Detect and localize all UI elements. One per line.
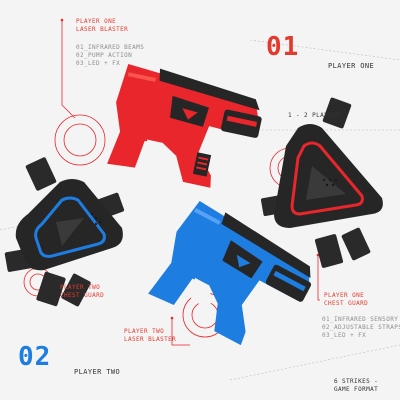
guard-blue-vent (94, 216, 98, 220)
p1-blaster-title-line1: PLAYER ONE (76, 18, 117, 25)
blaster-blue-barrel-stripe (273, 270, 306, 292)
leader-dot (170, 316, 174, 320)
blaster-red-highlight (127, 72, 156, 82)
guard-red-led-ring (290, 141, 364, 216)
p2-blaster-title-line2: LASER BLASTER (124, 336, 177, 343)
blaster-red-side-arrow (182, 108, 198, 120)
blaster-blue-trigger-hole (190, 277, 212, 309)
focus-circle-red-blaster-inner (63, 123, 97, 157)
blaster-blue-body (148, 200, 310, 346)
leader-line-p1-blaster (61, 20, 76, 119)
player-two-label: PLAYER TWO (74, 368, 121, 376)
leader-line-p2-blaster (171, 318, 190, 346)
guard-blue-sensor (56, 218, 84, 246)
leader-line-p1-guard (317, 255, 320, 301)
game-format-line1: 6 STRIKES - (334, 378, 379, 385)
blaster-red-top-rail (159, 68, 260, 111)
guide-line-top (249, 39, 400, 61)
guard-blue-led-ring (34, 196, 106, 258)
p1-blaster-title-line2: LASER BLASTER (76, 26, 129, 33)
leader-dot (60, 18, 64, 22)
guard-red-vent (328, 178, 332, 182)
blaster-red-trigger-hole (147, 139, 170, 166)
player-one-number: 01 (266, 32, 300, 62)
guard-red-strap-bottom-1 (314, 234, 344, 268)
guard-red-vent (331, 183, 335, 187)
guard-blue-strap-bottom-1 (36, 271, 66, 307)
blaster-red-pump-rib (198, 156, 209, 161)
guard-blue-strap-bottom-2 (61, 273, 91, 307)
focus-circle-red-blaster (54, 114, 106, 166)
blaster-red-pump-rib (196, 166, 207, 171)
guard-blue-vent (94, 222, 98, 226)
blaster-blue-top-rail (221, 212, 311, 279)
player-two-number: 02 (18, 342, 52, 372)
guard-red-vent (325, 183, 329, 187)
p2-guard-title-line1: PLAYER TWO (60, 284, 101, 291)
guard-blue-vent (90, 212, 94, 216)
p1-blaster-feature-2: 02_PUMP ACTION (76, 52, 133, 59)
blaster-blue-side-arrow (236, 254, 251, 268)
p1-guard-feature-1: 01_INFRARED SENSORY (322, 316, 399, 323)
p1-blaster-feature-1: 01_INFRARED BEAMS (76, 44, 145, 51)
p2-guard-title-line2: CHEST GUARD (60, 292, 105, 299)
guard-red-strap-bottom-2 (341, 227, 371, 261)
p2-blaster-title-line1: PLAYER TWO (124, 328, 165, 335)
guard-red-vent (322, 178, 326, 182)
p1-guard-feature-2: 02_ADJUSTABLE STRAPS (322, 324, 400, 331)
p1-guard-title-line2: CHEST GUARD (324, 300, 369, 307)
blaster-red-barrel-stripe (226, 115, 258, 127)
guard-blue-strap-top (25, 157, 57, 191)
guard-red-sensor (306, 166, 346, 200)
guide-line-bottom (229, 344, 400, 381)
guard-red-vent (334, 178, 338, 182)
players-count: 1 - 2 PLAYERS (288, 112, 341, 119)
guard-blue-vent (98, 220, 102, 224)
player-one-label: PLAYER ONE (328, 62, 375, 70)
p1-blaster-feature-3: 03_LED + FX (76, 60, 121, 67)
game-format-line2: GAME FORMAT (334, 386, 379, 393)
blaster-red-pump-rib (197, 161, 208, 166)
p1-guard-title-line1: PLAYER ONE (324, 292, 365, 299)
blaster-blue-highlight (194, 208, 221, 225)
guard-red-strap-top (322, 97, 352, 129)
p1-guard-feature-3: 03_LED + FX (322, 332, 367, 339)
